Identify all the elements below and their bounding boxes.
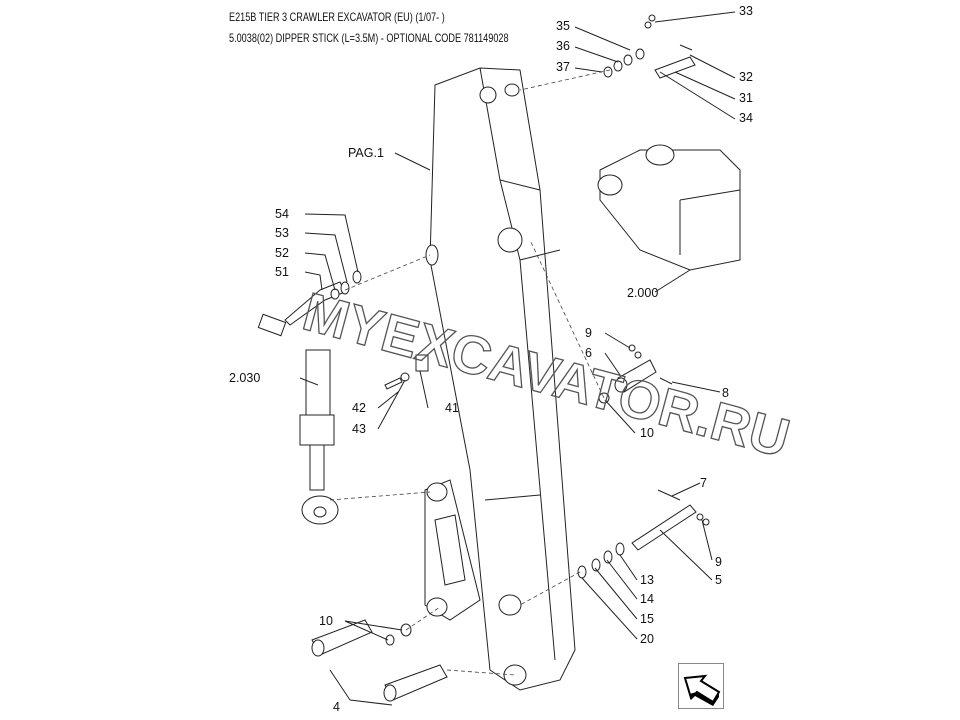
callout-42: 42	[352, 401, 366, 415]
callout-labels: 35 36 37 33 32 31 34 PAG.1 54 53 52 51 2…	[229, 4, 753, 714]
callout-35: 35	[556, 19, 570, 33]
callout-13: 13	[640, 573, 654, 587]
next-page-arrow-icon	[683, 674, 721, 706]
callout-52: 52	[275, 246, 289, 260]
callout-32: 32	[739, 70, 753, 84]
callout-53: 53	[275, 226, 289, 240]
diagram-title: E215B TIER 3 CRAWLER EXCAVATOR (EU) (1/0…	[229, 10, 445, 24]
callout-37: 37	[556, 60, 570, 74]
callout-9: 9	[585, 326, 592, 340]
callout-10b: 10	[319, 614, 333, 628]
link-part	[424, 479, 481, 621]
callout-10: 10	[640, 426, 654, 440]
callout-9b: 9	[715, 555, 722, 569]
callout-7: 7	[700, 476, 707, 490]
callout-2000: 2.000	[627, 286, 658, 300]
callout-2030: 2.030	[229, 371, 260, 385]
callout-36: 36	[556, 39, 570, 53]
dipper-stick-part	[425, 67, 576, 691]
cylinder-part	[299, 349, 339, 525]
callout-5: 5	[715, 573, 722, 587]
callout-8: 8	[722, 386, 729, 400]
callout-51: 51	[275, 265, 289, 279]
callout-20: 20	[640, 632, 654, 646]
assembly-lines	[329, 69, 611, 676]
callout-4: 4	[333, 700, 340, 714]
callout-41: 41	[445, 401, 459, 415]
callout-33: 33	[739, 4, 753, 18]
boom-part	[597, 144, 741, 271]
callout-34: 34	[739, 111, 753, 125]
pins-and-washers	[257, 14, 710, 702]
callout-6: 6	[585, 346, 592, 360]
diagram-subtitle: 5.0038(02) DIPPER STICK (L=3.5M) - OPTIO…	[229, 31, 509, 45]
leader-lines	[299, 11, 736, 706]
callout-15: 15	[640, 612, 654, 626]
callout-54: 54	[275, 207, 289, 221]
callout-14: 14	[640, 592, 654, 606]
next-page-button[interactable]	[678, 663, 724, 709]
callout-31: 31	[739, 91, 753, 105]
callout-pag1: PAG.1	[348, 146, 384, 160]
callout-43: 43	[352, 422, 366, 436]
